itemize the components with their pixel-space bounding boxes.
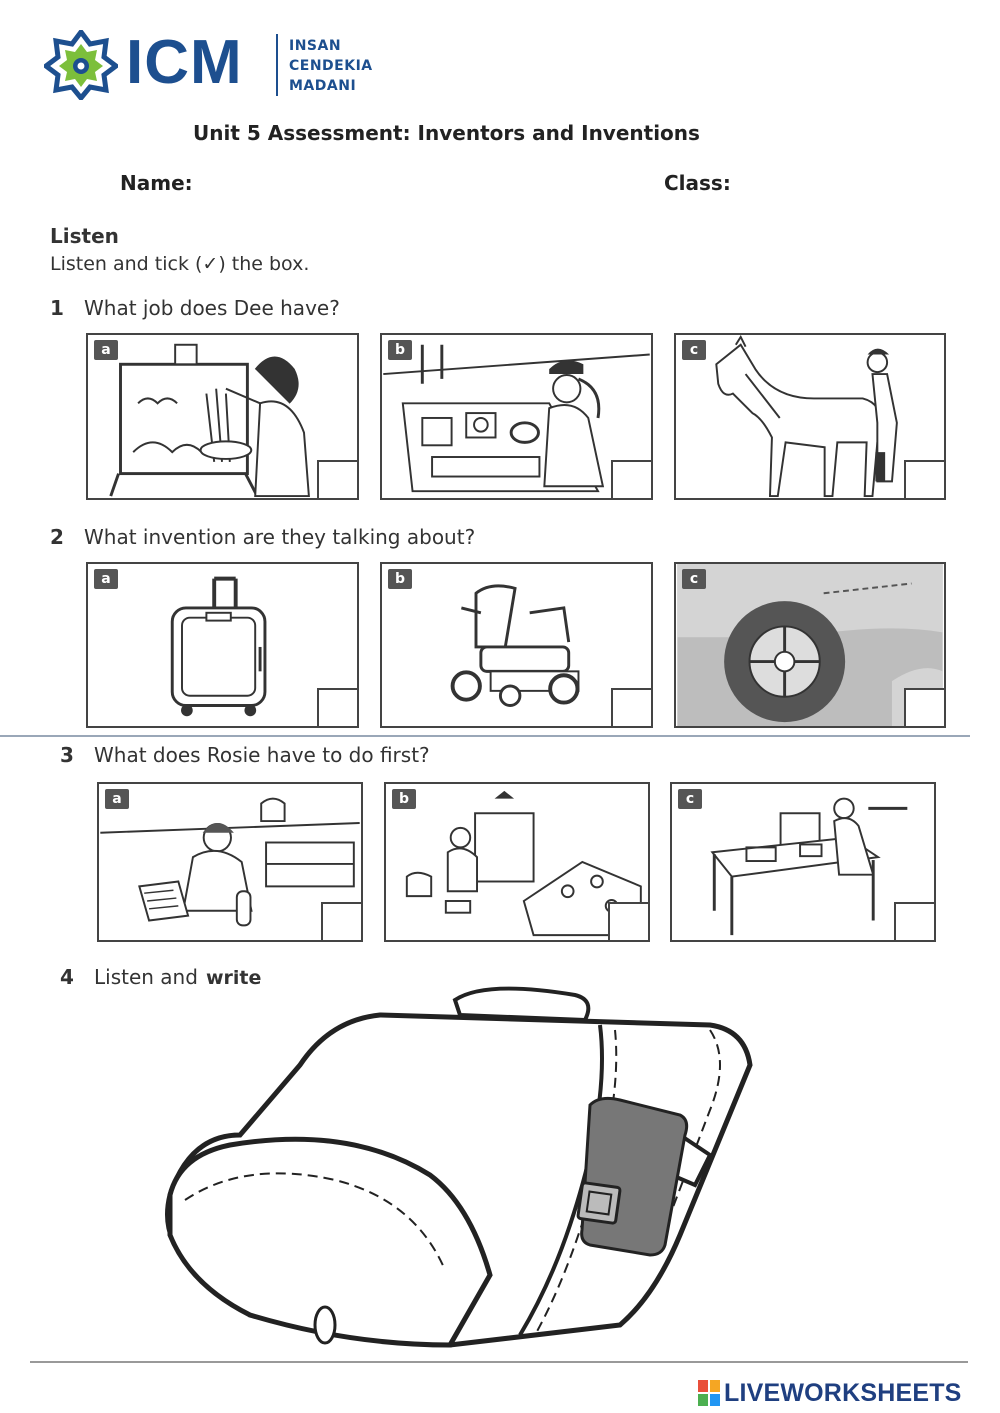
footer-divider: [30, 1361, 968, 1363]
painting-illustration: [109, 343, 310, 498]
option-letter-b: b: [388, 569, 412, 589]
logo-word-1: INSAN: [289, 38, 342, 54]
q3-option-b-picture: b: [384, 782, 650, 942]
bedroom-illustration: [405, 790, 642, 937]
schoolbag-illustration: [165, 986, 753, 1348]
page-divider: [0, 735, 970, 737]
q2-option-a-picture: a: [86, 562, 359, 728]
q3-option-a-tick-box[interactable]: [321, 902, 361, 940]
q3-option-a-picture: a: [97, 782, 363, 942]
q2-option-a-tick-box[interactable]: [317, 688, 357, 726]
star-emblem-icon: [44, 30, 118, 100]
question-number: 2: [50, 525, 64, 549]
q1-option-a-tick-box[interactable]: [317, 460, 357, 498]
section-instruction: Listen and tick (✓) the box.: [50, 253, 310, 275]
option-letter-c: c: [682, 340, 706, 360]
section-heading: Listen: [50, 224, 119, 248]
q2-option-b-tick-box[interactable]: [611, 688, 651, 726]
option-letter-b: b: [392, 789, 416, 809]
q3-option-b-tick-box[interactable]: [608, 902, 648, 940]
question-2: 2 What invention are they talking about?: [50, 525, 475, 549]
q1-option-a-picture: a: [86, 333, 359, 500]
liveworksheets-logo: LIVEWORKSHEETS: [698, 1378, 994, 1408]
suitcase-illustration: [170, 576, 267, 717]
table-laying-illustration: [710, 797, 908, 936]
question-number: 3: [60, 743, 74, 767]
write-label: write: [205, 967, 262, 989]
liveworksheets-icon: [698, 1380, 720, 1406]
q2-option-c-tick-box[interactable]: [904, 688, 944, 726]
option-letter-c: c: [678, 789, 702, 809]
q3-option-c-picture: c: [670, 782, 936, 942]
car-wheel-illustration: [677, 564, 943, 726]
q1-option-c-tick-box[interactable]: [904, 460, 944, 498]
logo-divider: [276, 34, 278, 96]
q3-option-c-tick-box[interactable]: [894, 902, 934, 940]
q1-option-b-picture: b: [380, 333, 653, 500]
homework-illustration: [100, 797, 360, 927]
question-text: Listen and: [94, 965, 198, 989]
name-label: Name:: [120, 171, 193, 195]
question-text: What job does Dee have?: [84, 296, 340, 320]
liveworksheets-brand: LIVEWORKSHEETS: [724, 1379, 962, 1407]
question-number: 4: [60, 965, 74, 989]
option-letter-b: b: [388, 340, 412, 360]
question-text: What invention are they talking about?: [84, 525, 476, 549]
question-1: 1 What job does Dee have?: [50, 296, 340, 320]
question-number: 1: [50, 296, 64, 320]
logo-words: INSAN CENDEKIA MADANI: [289, 36, 373, 96]
logo-word-2: CENDEKIA: [289, 58, 373, 74]
q2-option-c-picture: c: [674, 562, 946, 728]
pilot-illustration: [383, 344, 650, 493]
q1-option-c-picture: c: [674, 333, 946, 500]
option-letter-a: a: [105, 789, 129, 809]
logo-word-3: MADANI: [289, 78, 357, 94]
icm-logo: ICM INSAN CENDEKIA MADANI: [44, 28, 384, 102]
logo-icm-text: ICM: [126, 28, 243, 97]
q2-option-b-picture: b: [380, 562, 653, 728]
wheelchair-illustration: [450, 584, 580, 707]
question-text: What does Rosie have to do first?: [94, 743, 430, 767]
q1-option-b-tick-box[interactable]: [611, 460, 651, 498]
question-4: 4 Listen and write: [60, 965, 261, 989]
option-letter-c: c: [682, 569, 706, 589]
option-letter-a: a: [94, 569, 118, 589]
page-title: Unit 5 Assessment: Inventors and Inventi…: [193, 121, 700, 145]
horse-illustration: [715, 335, 898, 498]
option-letter-a: a: [94, 340, 118, 360]
class-label: Class:: [664, 171, 731, 195]
question-3: 3 What does Rosie have to do first?: [60, 743, 430, 767]
